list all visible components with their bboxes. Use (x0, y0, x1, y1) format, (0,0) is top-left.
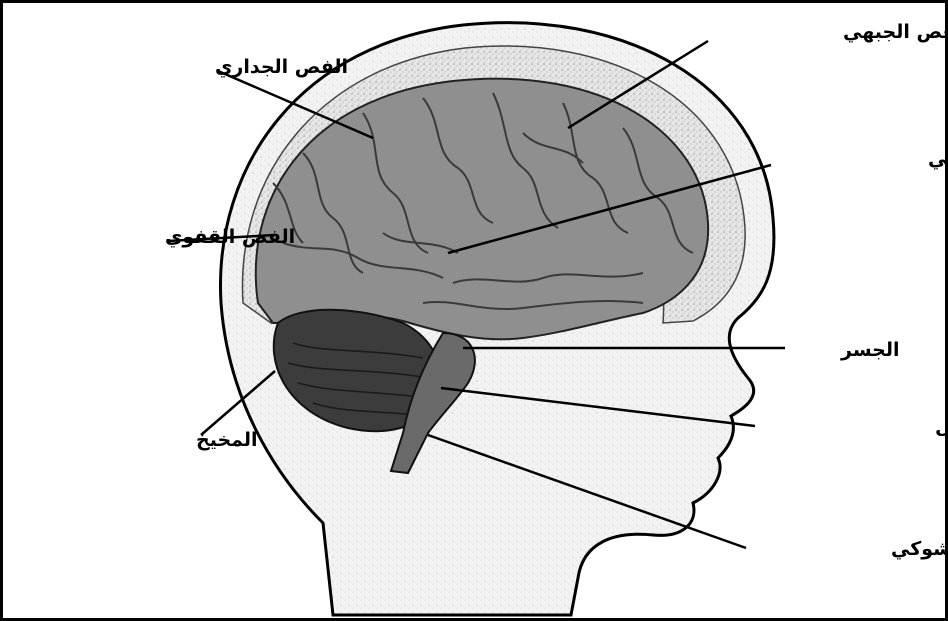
label-pons: الجسر (840, 339, 900, 361)
label-occipital-lobe: الفص القفوي (165, 226, 295, 249)
label-temporal-lobe: الفص الصدغي (928, 148, 945, 170)
label-spinal-cord: الحبل الشوكي (891, 538, 945, 560)
label-medulla-oblongata: النخاع المستطيل (935, 416, 945, 438)
label-cerebellum: المخيخ (196, 429, 258, 451)
brain-diagram: الفص الجبهي الفص الجداري الفص الصدغي الف… (3, 3, 945, 618)
label-parietal-lobe: الفص الجداري (215, 56, 348, 79)
label-frontal-lobe: الفص الجبهي (843, 21, 945, 43)
